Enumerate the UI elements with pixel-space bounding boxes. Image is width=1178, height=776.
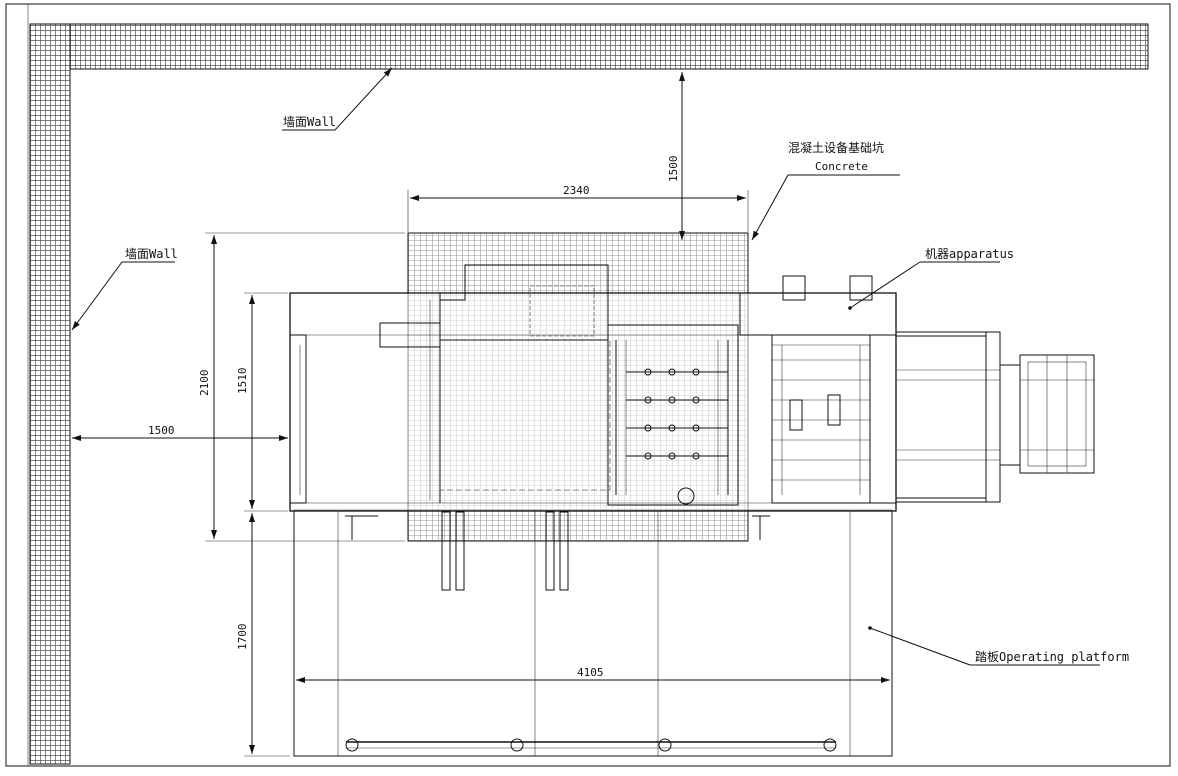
dim-text-platform-width: 4105 xyxy=(577,666,604,679)
dim-text-wall-clearance-left: 1500 xyxy=(148,424,175,437)
dim-text-machine-depth: 1510 xyxy=(236,368,249,395)
dim-text-pit-width: 2340 xyxy=(563,184,590,197)
label-apparatus: 机器apparatus xyxy=(925,247,1014,261)
label-wall-left: 墙面Wall xyxy=(125,247,178,261)
dimension-lines xyxy=(72,72,890,757)
leader-lines xyxy=(71,67,1100,666)
left-wall xyxy=(29,23,71,765)
label-concrete-cn: 混凝土设备基础坑 xyxy=(788,140,884,155)
machine-apparatus xyxy=(289,264,1095,591)
drawing-frame xyxy=(5,3,1171,767)
dim-text-wall-clearance-top: 1500 xyxy=(667,156,680,183)
label-wall-top: 墙面Wall xyxy=(283,115,336,129)
dim-text-pit-depth: 2100 xyxy=(198,370,211,397)
top-wall xyxy=(29,23,1149,70)
dim-text-platform-depth: 1700 xyxy=(236,624,249,651)
label-platform: 踏板Operating platform xyxy=(975,650,1129,664)
operating-platform xyxy=(293,509,893,757)
label-concrete-en: Concrete xyxy=(815,160,868,173)
